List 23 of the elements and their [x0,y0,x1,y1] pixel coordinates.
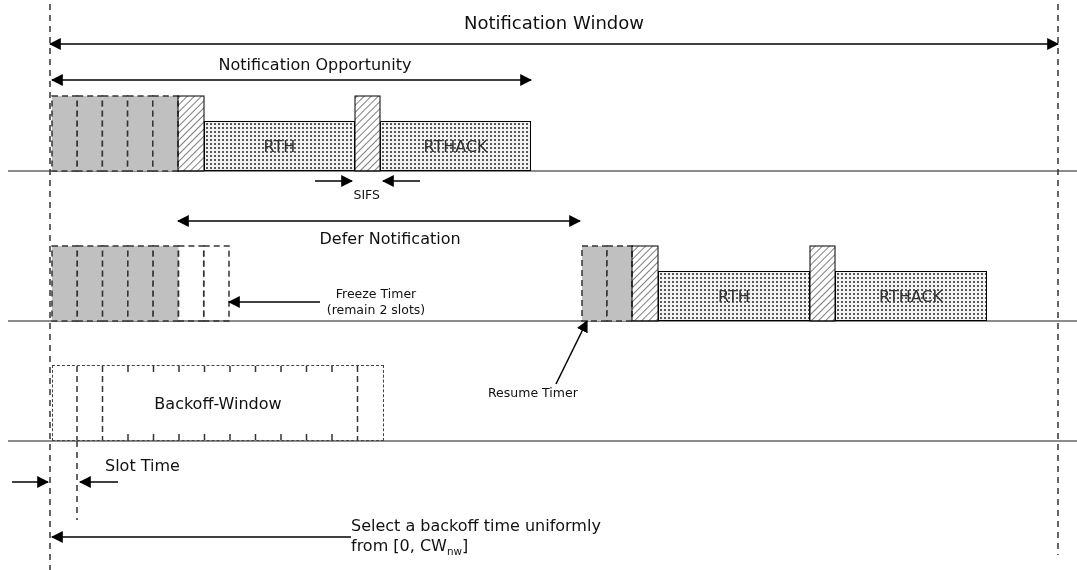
backoff-slots [51,95,179,172]
frame-block: RTH [204,121,355,171]
frame-block: RTH [658,271,810,321]
hatched-bar [354,95,381,172]
hatched-bar [631,245,659,322]
dimension-label: Slot Time [105,456,180,475]
leader-line [227,296,321,308]
annotation-text: Freeze Timer (remain 2 slots) [320,284,432,320]
leader-line [555,319,588,385]
frame-block: RTHACK [380,121,531,171]
hatched-bar [809,245,836,322]
annotation-text: Select a backoff time uniformly from [0, CW$_{nw}$] [351,514,643,560]
frame-block: RTHACK [835,271,987,321]
annotation-text: Resume Timer [488,384,624,402]
backoff-slots [581,245,633,322]
hatched-bar [177,95,205,172]
dimension-label: Notification Opportunity [218,55,412,74]
dimension-label: Notification Window [464,12,644,33]
leader-line [50,531,352,543]
dimension-label: SIFS [353,187,381,202]
backoff-slots [51,245,230,322]
dimension-label: Defer Notification [319,229,461,248]
backoff-window-box: Backoff-Window [52,365,384,441]
